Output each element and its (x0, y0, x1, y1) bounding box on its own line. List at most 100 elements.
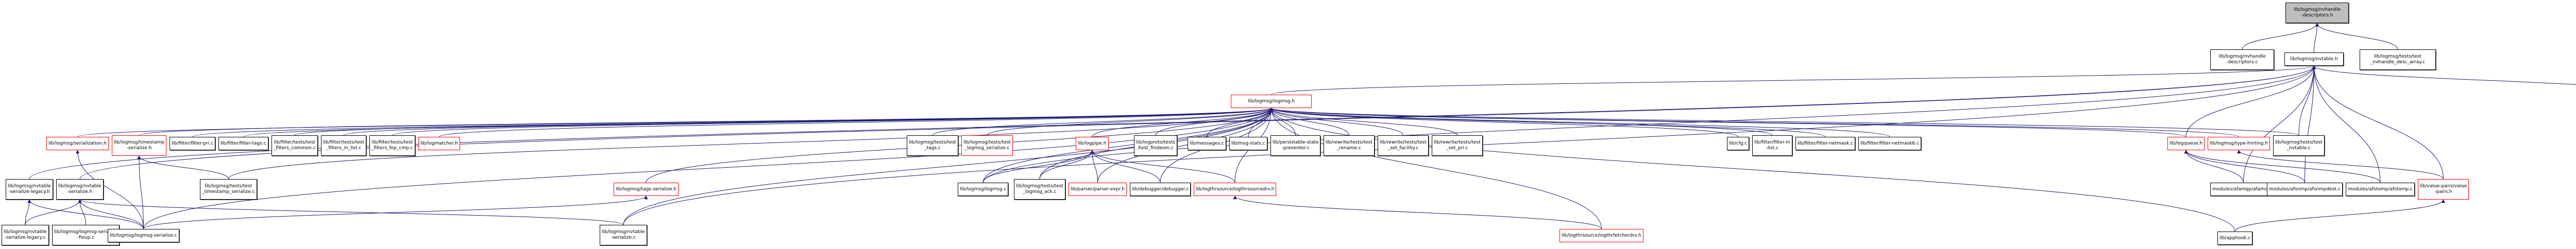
node-logqueue[interactable]: lib/logqueue.h (2167, 137, 2205, 150)
node-filter-tags[interactable]: lib/filter/filter-tags.c (218, 137, 268, 150)
edge-afsnmp-to-nvtable_h (2304, 65, 2316, 183)
node-afamqp[interactable]: modules/afamqp/afamqp.c (2210, 183, 2277, 196)
node-logmsg-h[interactable]: lib/logmsg/logmsg.h (1231, 95, 1312, 108)
edge-nvser_leg_h-to-nvtable_h (29, 65, 2316, 180)
edge-afstomp-to-logqueue (2184, 150, 2381, 183)
node-f-netmask[interactable]: lib/filter/filter-netmask.c (1795, 137, 1856, 150)
edge-ts_ser_h-to-logmsg_h (139, 108, 1273, 136)
node-afsnmp[interactable]: modules/afsnmp/afsnmpdest.c (2267, 183, 2343, 196)
node-logmatcher[interactable]: lib/logmatcher.h (418, 137, 460, 150)
node-cfg[interactable]: lib/cfg.c (1727, 137, 1750, 150)
node-nhd-c[interactable]: lib/logmsg/nvhandle -descriptors.c (2210, 49, 2274, 70)
edge-debugger-to-logpipe (1090, 150, 1161, 183)
edge-cfg-to-logmsg_h (1269, 108, 1738, 137)
edge-rw_rename-to-logmsg_h (1269, 108, 1349, 136)
edge-apphook-to-valuepairs (2234, 199, 2445, 232)
node-tf-common[interactable]: lib/filter/tests/test _filters_common.c (272, 135, 318, 156)
node-test-lm-ser[interactable]: lib/logmsg/tests/test _logmsg_serialize.… (961, 135, 1013, 156)
edge-test_ack-to-logpipe (1039, 150, 1094, 180)
edge-typehint-to-logmsg_h (1269, 108, 2239, 137)
node-msgstats[interactable]: lib/msg-stats.c (1229, 137, 1267, 150)
node-nvser-leg-c[interactable]: lib/logmsg/nvtable -serialize-legacy.c (2, 225, 49, 245)
node-root: lib/logmsg/nvhandle -descriptors.h (2285, 3, 2349, 23)
edge-lm_fixup-to-nvser_h (78, 199, 86, 225)
edge-lm_ser_c-to-nvser_h (78, 199, 144, 229)
edge-test_ts_ser-to-ts_ser_h (137, 155, 229, 180)
edge-logmsg_c-to-logpipe (982, 150, 1094, 183)
node-test-ts-ser[interactable]: lib/logmsg/tests/test _timestamp_seriali… (200, 179, 257, 200)
edge-afstomp-to-nvtable_h (2312, 65, 2381, 183)
node-apphook[interactable]: lib/apphook.c (2217, 232, 2253, 245)
edge-lm_ser_c-to-serialization_h (76, 150, 144, 229)
node-logmsg-c[interactable]: lib/logmsg/logmsg.c (958, 183, 1009, 196)
edge-test_nvtable-to-logmsg_h (1269, 108, 2299, 136)
node-f-netmask6[interactable]: lib/filter/filter-netmask6.c (1858, 137, 1921, 150)
node-lm-ser-c[interactable]: lib/logmsg/logmsg-serialize.c (108, 229, 179, 242)
edge-valuepairs-to-nvtable_h (2312, 65, 2444, 180)
node-test-ack[interactable]: lib/logmsg/tests/test _logmsg_ack.c (1014, 179, 1065, 200)
edge-test_ts_ser-to-logmsg_h (228, 108, 1273, 180)
edge-afamqp-to-logqueue (2184, 150, 2244, 183)
edge-afamqp-to-nvtable_h (2243, 65, 2316, 183)
edge-nvser_c-to-logmsg_h (623, 108, 1273, 225)
node-tf-fop[interactable]: lib/filter/tests/test _filters_fop_cmp.c (369, 135, 415, 156)
edge-lm_ser_c-to-logmsg_h (143, 108, 1273, 229)
node-fetcher[interactable]: lib/logthrsource/logthrfetcherdrv.h (1560, 229, 1643, 242)
edge-lm_ser_c-to-ts_ser_h (137, 155, 144, 229)
edge-f_netmask6-to-logmsg_h (1269, 108, 1890, 137)
edge-findeom-to-logmsg_h (1155, 108, 1273, 136)
edge-logqueue-to-nvtable_h (2185, 65, 2316, 137)
edge-test_nhd-to-root (2315, 23, 2398, 50)
edge-lm_ser_c-to-tags_ser (143, 195, 648, 229)
edge-nvtable_c-to-nvtable_h (2312, 65, 2576, 85)
node-parser-expr[interactable]: lib/parser/parser-expr.h (1069, 183, 1127, 196)
edge-nvtable_h-to-root (2314, 23, 2319, 53)
edge-fetcher-to-thrsrc (1233, 195, 1602, 229)
edge-rw_pri-to-logmsg_h (1269, 108, 1458, 136)
node-afstomp[interactable]: modules/afstomp/afstomp.c (2346, 183, 2415, 196)
node-test-nhd[interactable]: lib/logmsg/tests/test _nvhandle_desc_arr… (2360, 49, 2436, 70)
node-typehint[interactable]: lib/logmsg/type-hinting.h (2208, 137, 2270, 150)
edge-messages-to-logmsg_h (1207, 108, 1273, 137)
node-tags-ser[interactable]: lib/logmsg/tags-serialize.h (614, 183, 679, 196)
edge-valuepairs-to-typehint (2237, 150, 2444, 180)
node-rw-rename[interactable]: lib/rewrite/tests/test _rename.c (1324, 135, 1375, 156)
edge-nvser_leg_c-to-nvser_h (25, 199, 82, 225)
node-nvser-h[interactable]: lib/logmsg/nvtable -serialize.h (56, 179, 104, 200)
node-debugger[interactable]: lib/debugger/debugger.c (1130, 183, 1191, 196)
node-test-nvtable[interactable]: lib/logmsg/tests/test _nvtable.c (2273, 135, 2325, 156)
edge-logmsg_h-to-nvtable_h (1271, 65, 2316, 95)
node-findeom[interactable]: lib/logproto/tests /test_findeom.c (1134, 135, 1178, 156)
node-test-tags[interactable]: lib/logmsg/tests/test _tags.c (907, 135, 958, 156)
edge-apphook-to-logmsg_h (1269, 108, 2235, 232)
node-nvser-c[interactable]: lib/logmsg/nvtable -serialize.c (600, 225, 647, 245)
edge-test_nvtable-to-nvtable_h (2298, 65, 2316, 136)
node-messages[interactable]: lib/messages.c (1188, 137, 1226, 150)
edge-nvser_h-to-nvtable_h (79, 65, 2316, 180)
edge-parser_expr-to-logmsg_h (1097, 108, 1273, 183)
node-valuepairs[interactable]: lib/value-pairs/value -pairs.h (2418, 179, 2469, 200)
node-f-inlist[interactable]: lib/filter/filter-in -list.c (1752, 135, 1792, 156)
edge-test_lm_ser-to-logmsg_h (987, 108, 1273, 136)
node-nvser-leg-h[interactable]: lib/logmsg/nvtable -serialize-legacy.h (6, 179, 53, 200)
node-persist[interactable]: lib/persistable-state -presenter.c (1270, 135, 1321, 156)
edge-rw_fac-to-logmsg_h (1269, 108, 1403, 136)
node-rw-fac[interactable]: lib/rewrite/tests/test _set_facility.c (1378, 135, 1429, 156)
node-serialization-h[interactable]: lib/logmsg/serialization.h (46, 137, 109, 150)
edge-test_tags-to-logmsg_h (932, 108, 1273, 136)
node-nvtable-h[interactable]: lib/logmsg/nvtable.h (2284, 52, 2344, 66)
node-filter-pri[interactable]: lib/filter/filter-pri.c (170, 137, 216, 150)
edge-logpipe-to-logmsg_h (1092, 108, 1273, 137)
node-rw-pri[interactable]: lib/rewrite/tests/test _set_pri.c (1432, 135, 1483, 156)
edge-tf_fop-to-logmsg_h (392, 108, 1273, 136)
edge-lm_ser_c-to-nvser_leg_h (27, 199, 144, 229)
node-tf-inlist[interactable]: lib/filter/tests/test _filters_in_list.c (321, 135, 367, 156)
node-thrsrc[interactable]: lib/logthrsource/logthrsourcedrv.h (1194, 183, 1277, 196)
edge-parser_expr-to-logpipe (1090, 150, 1098, 183)
node-ts-ser-h[interactable]: lib/logmsg/timestamp -serialize.h (112, 135, 167, 156)
node-logpipe[interactable]: lib/logpipe.h (1076, 137, 1109, 150)
edge-thrsrc-to-logpipe (1090, 150, 1235, 183)
edge-afsnmp-to-logqueue (2184, 150, 2305, 183)
